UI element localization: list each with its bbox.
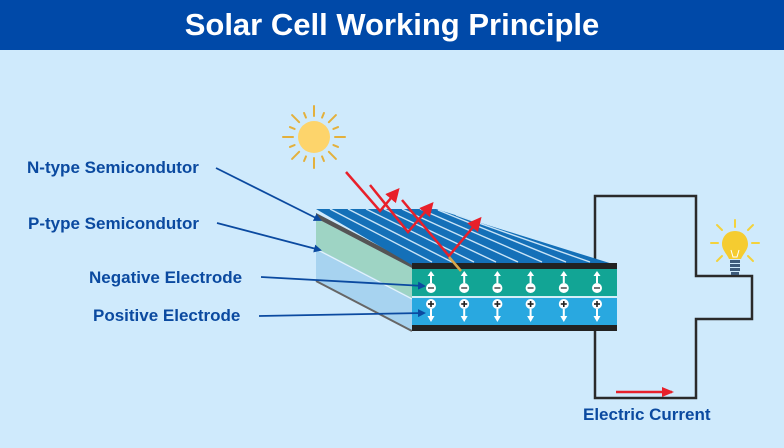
sun-ray bbox=[327, 114, 337, 124]
sun-ray bbox=[332, 126, 340, 130]
sun-ray bbox=[291, 114, 301, 124]
p-type-layer bbox=[412, 298, 617, 325]
page-title: Solar Cell Working Principle bbox=[184, 7, 600, 42]
charge-carriers bbox=[426, 271, 602, 322]
p-type-label: P-type Semicondutor bbox=[28, 214, 199, 233]
circuit-wire bbox=[593, 194, 754, 400]
title-bar: Solar Cell Working Principle bbox=[0, 0, 784, 50]
sun-ray bbox=[288, 126, 296, 130]
sun-ray bbox=[291, 150, 301, 160]
light-rays bbox=[345, 171, 482, 258]
electric-current-label: Electric Current bbox=[583, 405, 711, 424]
sun-ray bbox=[321, 155, 325, 163]
hole-icon bbox=[426, 299, 436, 322]
label-pointers bbox=[215, 167, 426, 318]
sun-ray bbox=[327, 150, 337, 160]
electron-icon bbox=[558, 271, 569, 293]
panel-side bbox=[315, 213, 413, 332]
hole-icon bbox=[592, 299, 602, 322]
absorbed-ray bbox=[448, 256, 462, 272]
sun-ray bbox=[288, 144, 296, 148]
sun-ray bbox=[332, 144, 340, 148]
hole-icon bbox=[558, 299, 569, 322]
positive-electrode-label: Positive Electrode bbox=[93, 306, 241, 325]
light-bulb-icon bbox=[710, 219, 760, 275]
hole-icon bbox=[492, 299, 503, 322]
n-type-label: N-type Semicondutor bbox=[27, 158, 199, 177]
sun-ray bbox=[303, 111, 307, 119]
electron-icon bbox=[459, 271, 470, 293]
electron-icon bbox=[525, 271, 536, 293]
electron-icon bbox=[592, 271, 602, 293]
hole-icon bbox=[459, 299, 470, 322]
panel-front bbox=[412, 263, 617, 331]
sun-ray bbox=[321, 111, 325, 119]
hole-icon bbox=[525, 299, 536, 322]
negative-electrode-label: Negative Electrode bbox=[89, 268, 243, 287]
sun-icon bbox=[282, 105, 346, 169]
electron-icon bbox=[492, 271, 503, 293]
sun-ray bbox=[303, 155, 307, 163]
electron-icon bbox=[426, 271, 436, 293]
n-type-layer bbox=[412, 269, 617, 296]
